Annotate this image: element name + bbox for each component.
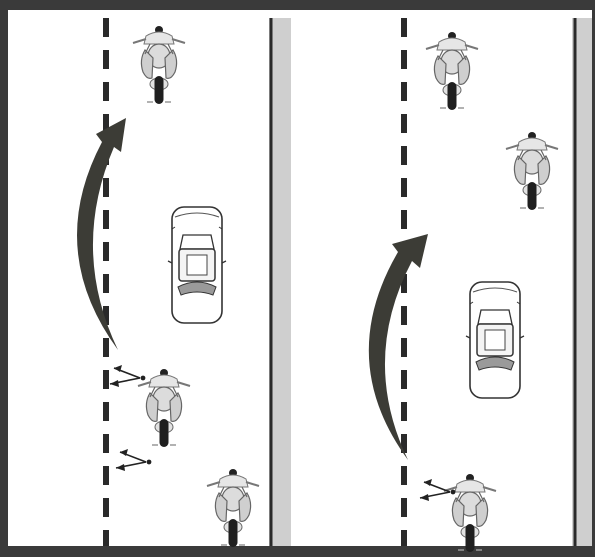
car bbox=[466, 282, 524, 398]
road-surface bbox=[8, 10, 592, 546]
car bbox=[168, 207, 226, 323]
